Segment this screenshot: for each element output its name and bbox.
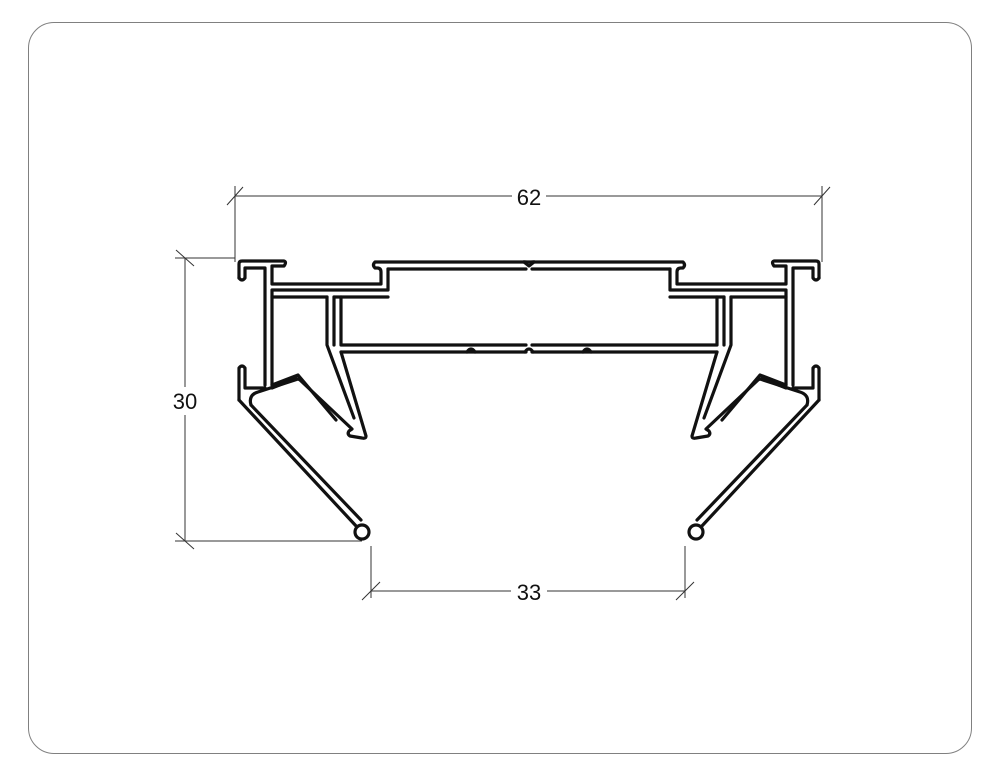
dimension-overall-width: 62 (226, 184, 831, 262)
drawing-frame (28, 22, 972, 754)
dimension-label-62: 62 (517, 185, 541, 210)
profile-center-notches (522, 260, 536, 354)
profile-right-half (530, 259, 821, 541)
dimension-label-30: 30 (173, 389, 197, 414)
dimension-bottom-opening: 33 (361, 546, 695, 605)
dimension-height: 30 (168, 249, 362, 550)
profile-left-half (237, 259, 528, 541)
dimension-label-33: 33 (517, 580, 541, 605)
